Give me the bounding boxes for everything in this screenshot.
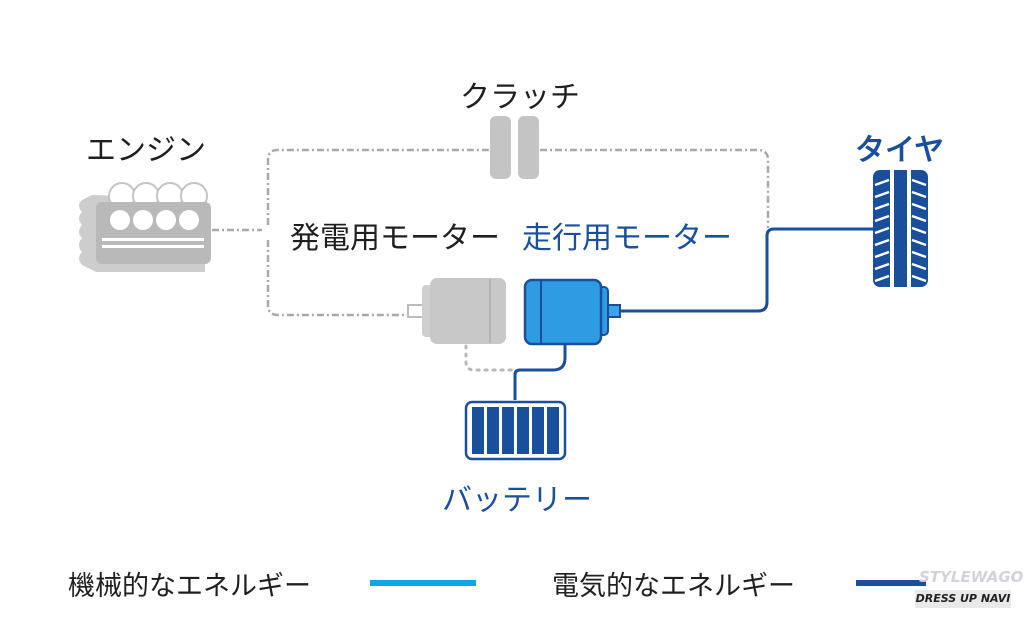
drive-motor-label: 走行用モーター	[522, 221, 732, 256]
watermark-logo: STYLEWAGON DRESS UP NAVI	[915, 568, 1024, 612]
tire-tread-mark	[911, 214, 927, 223]
drive-motor-battery-link	[513, 344, 567, 400]
tire-label: タイヤ	[855, 133, 945, 168]
tire-tread-mark	[911, 238, 927, 247]
tire-tread-mark	[874, 274, 890, 283]
battery-icon	[464, 400, 567, 461]
generator-battery-link	[464, 344, 514, 372]
tire-icon	[873, 170, 928, 287]
tire-tread-mark	[911, 190, 927, 199]
tire-tread-mark	[874, 214, 890, 223]
tire-tread-mark	[874, 226, 890, 235]
tire-tread-mark	[874, 238, 890, 247]
watermark-bottom: DRESS UP NAVI	[915, 590, 1011, 608]
legend-electrical-label: 電気的なエネルギー	[552, 571, 795, 602]
battery-label: バッテリー	[442, 483, 592, 518]
watermark-top: STYLEWAGON	[919, 568, 1024, 586]
tire-tread-mark	[874, 202, 890, 211]
drive-motor-icon	[523, 278, 621, 346]
clutch-label: クラッチ	[460, 80, 580, 115]
mechanical-link-generator	[266, 240, 410, 317]
engine-label: エンジン	[86, 133, 206, 168]
engine-icon	[79, 182, 211, 272]
legend-mechanical-label: 機械的なエネルギー	[68, 571, 311, 602]
generator-motor-icon	[407, 278, 506, 344]
tire-tread-mark	[874, 190, 890, 199]
legend-mechanical-swatch	[370, 580, 476, 586]
legend-electrical-swatch	[856, 580, 926, 586]
tire-tread-mark	[911, 226, 927, 235]
tire-tread-mark	[911, 202, 927, 211]
mechanical-link-loop	[266, 148, 770, 228]
tire-tread-mark	[911, 178, 927, 187]
tire-tread-mark	[874, 250, 890, 259]
tire-tread-mark	[911, 250, 927, 259]
tire-tread-mark	[874, 262, 890, 271]
generator-motor-label: 発電用モーター	[290, 221, 500, 256]
drive-motor-tire-link	[620, 227, 875, 313]
tire-tread-mark	[911, 262, 927, 271]
tire-tread-mark	[874, 178, 890, 187]
tire-tread-mark	[911, 274, 927, 283]
clutch-icon	[490, 116, 539, 179]
